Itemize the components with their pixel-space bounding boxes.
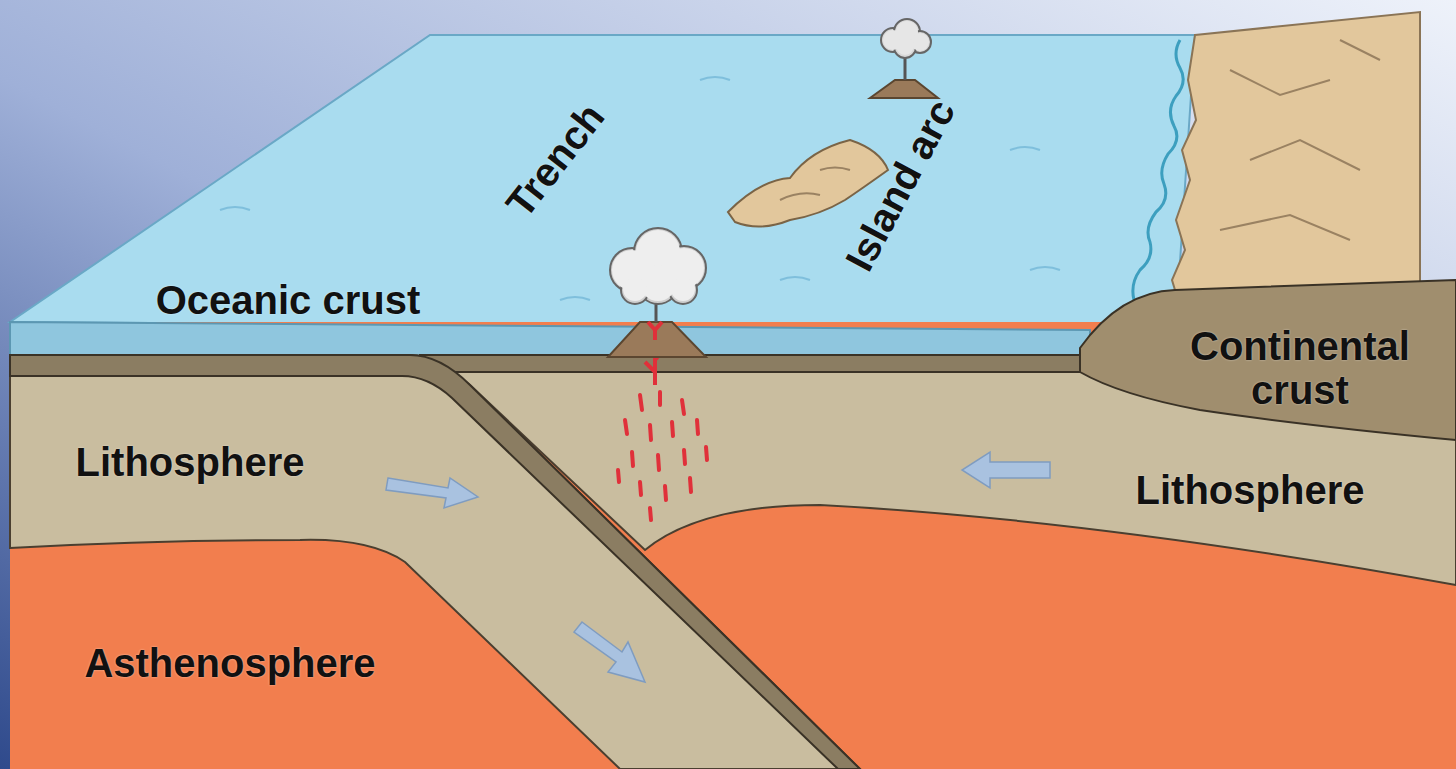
layer-label: Lithosphere	[1136, 468, 1365, 512]
layer-label: Asthenosphere	[84, 641, 375, 685]
layer-label: Lithosphere	[76, 440, 305, 484]
layer-label: Oceanic crust	[156, 278, 421, 322]
layer-label: Continental crust	[1150, 324, 1450, 412]
